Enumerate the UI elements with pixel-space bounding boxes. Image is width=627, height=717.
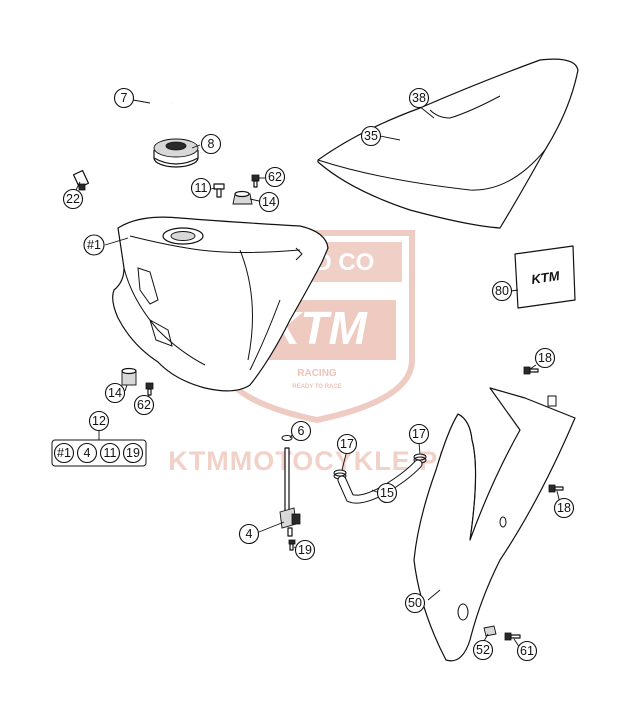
svg-text:#1: #1 — [57, 446, 71, 460]
leader-lines — [74, 99, 561, 649]
callout-18-top: 18 — [534, 347, 556, 369]
svg-text:14: 14 — [108, 386, 122, 400]
svg-text:12: 12 — [92, 414, 106, 428]
svg-text:19: 19 — [298, 543, 312, 557]
callout-7: 7 — [113, 87, 135, 109]
svg-text:17: 17 — [340, 437, 354, 451]
kit-item-4: 4 — [76, 442, 98, 464]
fuel-tank — [112, 216, 329, 392]
callout-12: 12 — [88, 410, 110, 432]
bushing-14-top — [232, 190, 253, 205]
callout-6: 6 — [290, 420, 312, 442]
svg-text:4: 4 — [246, 527, 253, 541]
screw-18-top — [523, 366, 539, 375]
radiator-spoiler — [413, 387, 576, 662]
tank-decal: KTM — [514, 245, 576, 309]
svg-text:50: 50 — [408, 596, 422, 610]
svg-text:7: 7 — [121, 91, 128, 105]
decal-logo: KTM — [530, 268, 561, 287]
callout-19: 19 — [294, 539, 316, 561]
callout-38: 38 — [408, 87, 430, 109]
callout-8: 8 — [200, 133, 222, 155]
kit-item-11: 11 — [99, 442, 121, 464]
svg-text:62: 62 — [137, 398, 151, 412]
callout-14-lower: 14 — [104, 382, 126, 404]
svg-text:19: 19 — [126, 446, 140, 460]
callout-15: 15 — [376, 482, 398, 504]
callout-4: 4 — [238, 523, 260, 545]
svg-text:61: 61 — [520, 644, 534, 658]
callout-22: 22 — [62, 188, 84, 210]
svg-text:18: 18 — [557, 501, 571, 515]
screw-62-top — [251, 174, 260, 188]
callout-62-top: 62 — [264, 166, 286, 188]
svg-text:62: 62 — [268, 170, 282, 184]
kit-item-1: #1 — [53, 442, 75, 464]
callout-14-top: 14 — [258, 191, 280, 213]
svg-text:38: 38 — [412, 91, 426, 105]
callout-17-right: 17 — [408, 423, 430, 445]
svg-text:11: 11 — [104, 446, 117, 460]
callout-1-tank: #1 — [83, 234, 105, 256]
callout-11-top: 11 — [190, 177, 212, 199]
watermark-tagline: READY TO RACE — [292, 384, 341, 390]
svg-text:35: 35 — [364, 129, 378, 143]
svg-text:15: 15 — [380, 486, 394, 500]
callout-50: 50 — [404, 592, 426, 614]
svg-text:4: 4 — [84, 446, 91, 460]
svg-text:80: 80 — [495, 284, 509, 298]
svg-text:17: 17 — [412, 427, 426, 441]
svg-text:22: 22 — [66, 192, 80, 206]
callout-18-lower: 18 — [553, 497, 575, 519]
kit-item-19: 19 — [122, 442, 144, 464]
screw-18-lower — [548, 484, 564, 493]
seat — [317, 58, 579, 229]
screw-11 — [213, 183, 225, 198]
svg-text:14: 14 — [262, 195, 276, 209]
watermark-racing: RACING — [297, 368, 337, 379]
callout-17-left: 17 — [336, 433, 358, 455]
callout-62-lower: 62 — [133, 394, 155, 416]
svg-text:18: 18 — [538, 351, 552, 365]
fuel-tap — [279, 447, 301, 537]
svg-text:6: 6 — [298, 424, 305, 438]
o-ring — [281, 435, 293, 441]
callout-80: 80 — [491, 280, 513, 302]
callout-52: 52 — [472, 639, 494, 661]
svg-text:11: 11 — [195, 181, 208, 195]
callout-61: 61 — [516, 640, 538, 662]
screw-61 — [504, 632, 521, 641]
svg-text:#1: #1 — [87, 238, 101, 252]
fuel-cap — [153, 138, 199, 168]
bushing-14-lower — [121, 367, 137, 386]
svg-text:52: 52 — [476, 643, 490, 657]
svg-text:8: 8 — [208, 137, 215, 151]
callout-35: 35 — [360, 125, 382, 147]
washer-52 — [483, 625, 497, 637]
screw-62-lower — [145, 382, 154, 396]
hose-fitting — [72, 169, 90, 191]
screw-19 — [288, 539, 296, 551]
